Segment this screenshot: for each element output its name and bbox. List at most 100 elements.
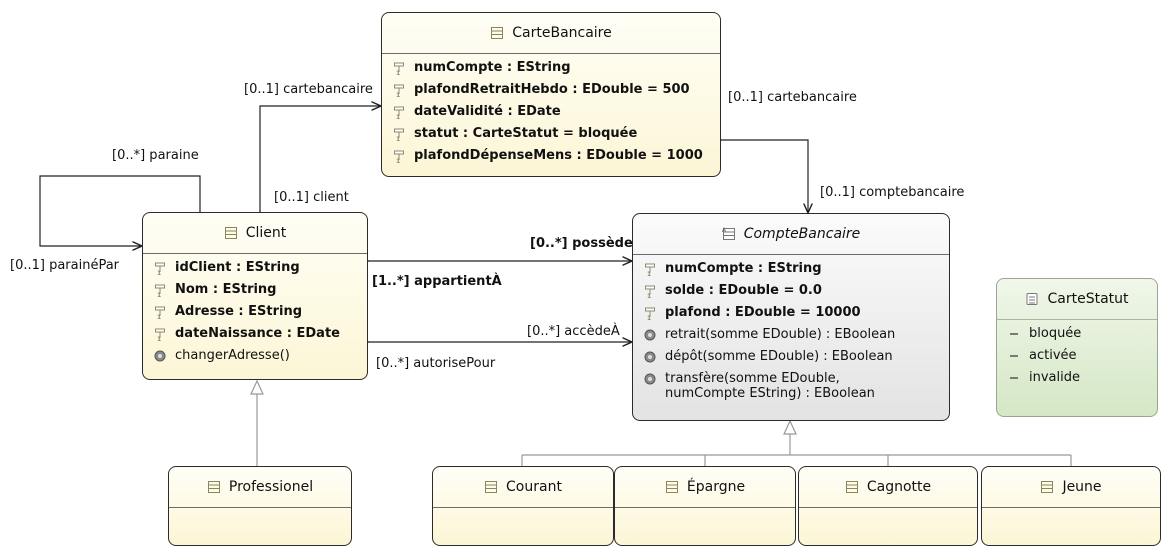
svg-text:1: 1 — [396, 136, 400, 143]
class-icon — [491, 27, 504, 39]
class-icon — [845, 481, 858, 493]
class-epargne[interactable]: Épargne — [614, 466, 796, 546]
class-jeune[interactable]: Jeune — [981, 466, 1161, 546]
operation-row[interactable]: dépôt(somme EDouble) : EBoolean — [633, 346, 949, 368]
label-appartient: [1..*] appartientÀ — [372, 274, 502, 289]
operation-row[interactable]: changerAdresse() — [143, 345, 367, 367]
enum-literal[interactable]: bloquée — [997, 323, 1157, 345]
class-name: Client — [245, 225, 287, 241]
class-header: Épargne — [615, 467, 795, 508]
class-icon — [485, 481, 498, 493]
label-accede: [0..*] accèdeÀ — [527, 324, 620, 339]
class-name: Jeune — [1062, 479, 1102, 495]
attribute-icon: 1 — [392, 79, 406, 99]
generalization-compte — [521, 434, 1072, 466]
literal-icon — [1007, 345, 1021, 362]
class-name: Courant — [506, 479, 562, 495]
literal-icon — [1007, 323, 1021, 340]
label-paraine-par: [0..1] parainéPar — [10, 258, 120, 273]
operation-row[interactable]: retrait(somme EDouble) : EBoolean — [633, 324, 949, 346]
label-possede: [0..*] possède — [530, 236, 633, 251]
attribute-icon: 1 — [392, 57, 406, 77]
label-compte-role: [0..1] comptebancaire — [820, 185, 965, 200]
association-carte-compte — [721, 140, 808, 213]
attribute-icon: 1 — [392, 123, 406, 143]
svg-text:1: 1 — [647, 271, 651, 278]
class-name: Cagnotte — [866, 479, 932, 495]
class-professionel[interactable]: Professionel — [168, 466, 352, 546]
attribute-icon: 1 — [153, 323, 167, 343]
svg-text:1: 1 — [396, 158, 400, 165]
generalization-arrowhead-client — [250, 379, 264, 395]
enum-literal[interactable]: activée — [997, 345, 1157, 367]
operation-icon — [643, 324, 657, 341]
label-paraine: [0..*] paraine — [112, 148, 199, 163]
class-header: Professionel — [169, 467, 351, 508]
class-name: Professionel — [228, 479, 314, 495]
association-paraine — [39, 175, 200, 246]
operation-row[interactable]: transfère(somme EDouble, numCompte EStri… — [633, 368, 949, 401]
label-carte-client: [0..1] cartebancaire — [244, 82, 373, 97]
svg-text:1: 1 — [396, 70, 400, 77]
attribute-icon: 1 — [153, 257, 167, 277]
svg-text:1: 1 — [157, 270, 161, 277]
class-name: CompteBancaire — [743, 226, 861, 242]
class-name: Épargne — [686, 479, 746, 495]
attribute-icon: 1 — [643, 302, 657, 322]
class-name: CarteBancaire — [512, 25, 612, 41]
class-icon — [224, 227, 237, 239]
operation-icon — [153, 345, 167, 362]
class-icon — [1041, 481, 1054, 493]
enum-cartestatut[interactable]: CarteStatut bloquée activée invalide — [996, 278, 1158, 417]
class-icon — [207, 481, 220, 493]
svg-text:1: 1 — [647, 293, 651, 300]
class-header: Client — [143, 213, 367, 254]
class-courant[interactable]: Courant — [432, 466, 614, 546]
svg-text:A: A — [722, 227, 727, 234]
enumeration-icon — [1026, 293, 1038, 305]
label-carte-compte: [0..1] cartebancaire — [728, 90, 857, 105]
operation-icon — [643, 371, 657, 385]
literal-list: bloquée activée invalide — [997, 320, 1157, 389]
enum-literal[interactable]: invalide — [997, 367, 1157, 389]
svg-text:1: 1 — [647, 315, 651, 322]
svg-text:1: 1 — [157, 336, 161, 343]
attribute-icon: 1 — [643, 280, 657, 300]
class-icon — [665, 481, 678, 493]
enum-header: CarteStatut — [997, 279, 1157, 320]
attribute-icon: 1 — [153, 301, 167, 321]
svg-text:1: 1 — [157, 314, 161, 321]
class-header: Jeune — [982, 467, 1160, 508]
svg-text:1: 1 — [396, 92, 400, 99]
class-header: Cagnotte — [799, 467, 977, 508]
class-header: A CompteBancaire — [633, 214, 949, 255]
attribute-icon: 1 — [643, 258, 657, 278]
svg-text:1: 1 — [157, 292, 161, 299]
label-autorise: [0..*] autorisePour — [376, 356, 496, 371]
enum-name: CarteStatut — [1047, 291, 1129, 307]
class-header: CarteBancaire — [382, 13, 720, 54]
class-cagnotte[interactable]: Cagnotte — [798, 466, 978, 546]
label-client-role: [0..1] client — [274, 190, 349, 205]
abstract-class-icon: A — [722, 227, 735, 240]
attribute-icon: 1 — [392, 145, 406, 165]
operation-icon — [643, 346, 657, 363]
